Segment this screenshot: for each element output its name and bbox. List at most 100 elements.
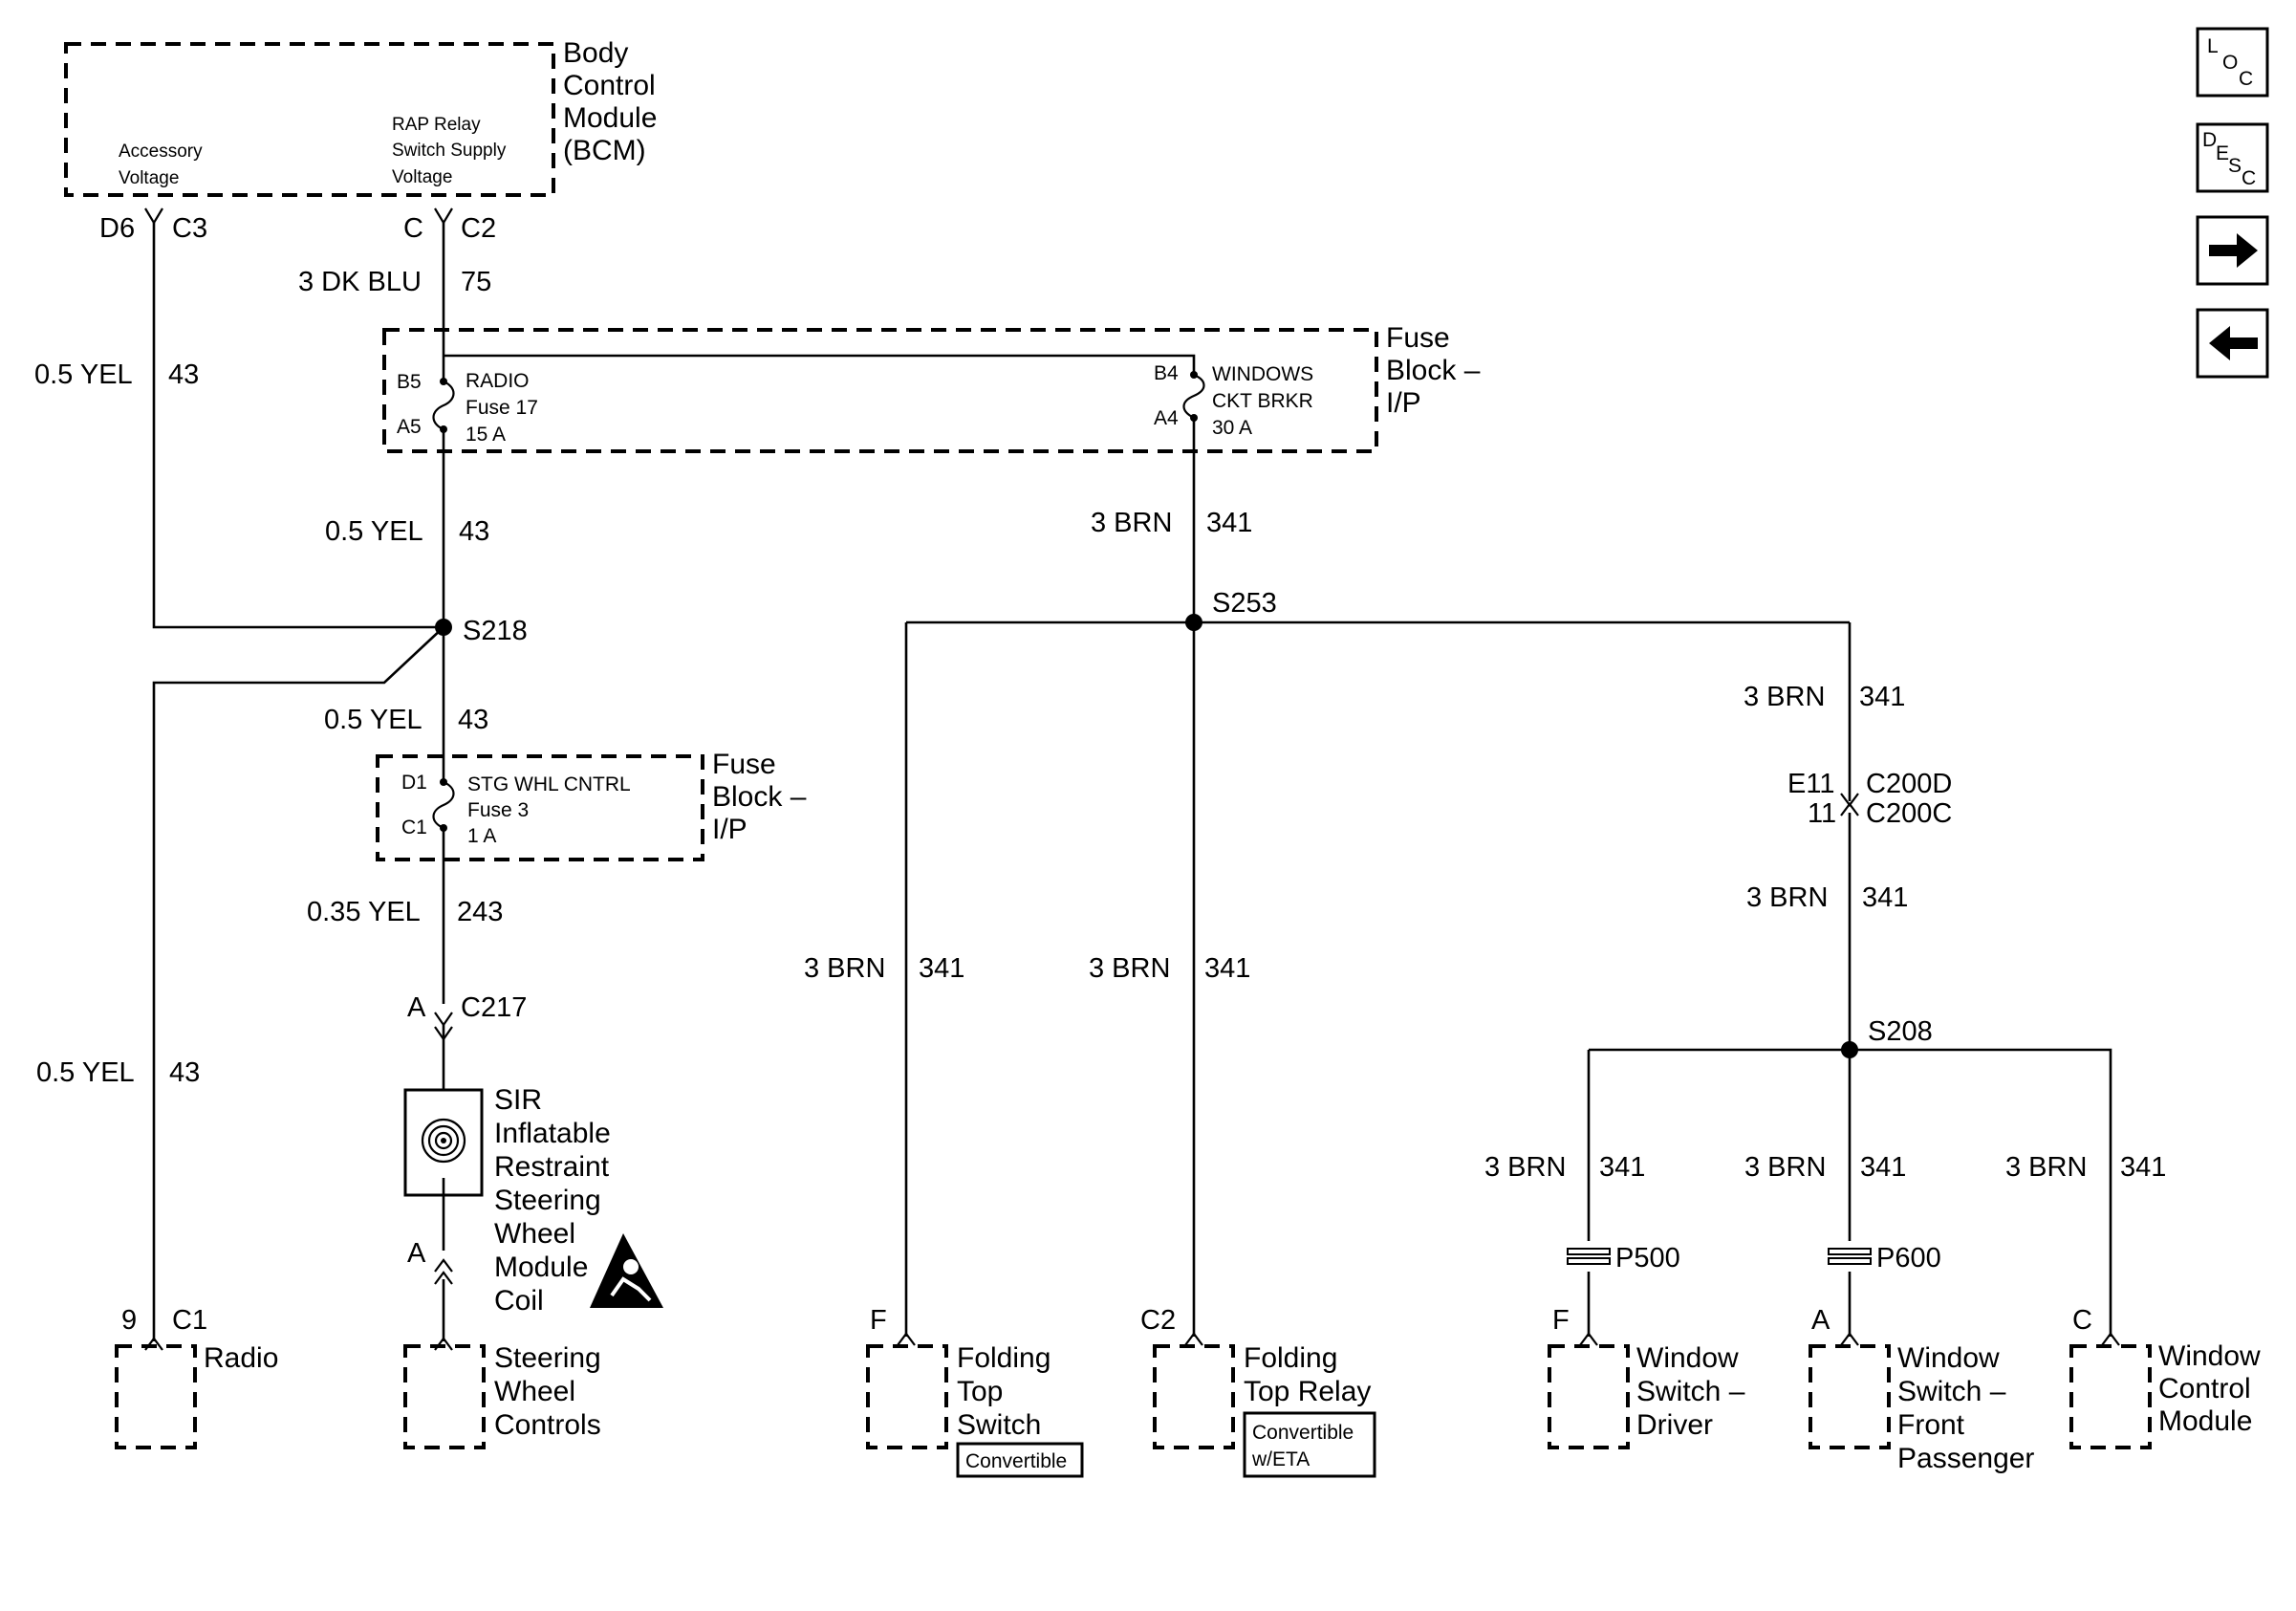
svg-text:Top: Top xyxy=(957,1376,1003,1407)
svg-text:43: 43 xyxy=(169,1057,200,1088)
svg-text:Body: Body xyxy=(563,37,628,69)
svg-text:Front: Front xyxy=(1897,1409,1965,1441)
desc-letter-c: C xyxy=(2242,167,2256,189)
wire-label-yel-a5: 0.5 YEL 43 xyxy=(325,516,489,547)
radio-fuse-label: RADIO Fuse 17 15 A xyxy=(466,370,538,446)
svg-text:Voltage: Voltage xyxy=(119,168,179,188)
desc-letter-s: S xyxy=(2228,155,2242,177)
svg-text:0.5 YEL: 0.5 YEL xyxy=(34,359,133,390)
radio-component: 9 C1 Radio xyxy=(115,1305,278,1449)
pin-b4: B4 xyxy=(1154,362,1179,384)
spiral-coil-icon xyxy=(421,1118,466,1164)
svg-text:Block –: Block – xyxy=(1386,355,1481,386)
svg-text:3 BRN: 3 BRN xyxy=(1089,953,1170,984)
svg-text:Switch –: Switch – xyxy=(1897,1376,2006,1407)
wire-network xyxy=(152,223,2112,1341)
splice-s218-dot xyxy=(435,619,452,636)
svg-text:Window: Window xyxy=(1636,1342,1739,1374)
pin-c-wcm: C xyxy=(2072,1305,2092,1336)
wire-label-brn-right-top: 3 BRN 341 xyxy=(1744,682,1905,712)
previous-button[interactable] xyxy=(2196,308,2269,379)
convertible-badge xyxy=(956,1442,1084,1478)
svg-text:0.5 YEL: 0.5 YEL xyxy=(36,1057,135,1088)
svg-text:Window: Window xyxy=(2158,1340,2261,1372)
fuse-block-2-label: Fuse Block – I/P xyxy=(712,749,807,845)
splice-s208-dot xyxy=(1841,1041,1858,1058)
svg-text:Passenger: Passenger xyxy=(1897,1443,2034,1474)
pin-a-sir: A xyxy=(407,1238,426,1269)
sir-label: SIR Inflatable Restraint Steering Wheel … xyxy=(494,1084,611,1317)
loc-letter-l: L xyxy=(2207,35,2219,57)
pin-b5: B5 xyxy=(397,371,422,393)
description-button[interactable]: D E S C xyxy=(2196,122,2269,193)
desc-letter-d: D xyxy=(2202,129,2217,151)
splice-s253-dot xyxy=(1185,614,1202,631)
pin-c: C xyxy=(403,213,423,244)
conn-c200c: C200C xyxy=(1866,798,1952,829)
svg-text:341: 341 xyxy=(1862,882,1908,913)
svg-text:Folding: Folding xyxy=(957,1342,1051,1374)
svg-text:3 BRN: 3 BRN xyxy=(1746,882,1828,913)
window-switch-driver-component: F Window Switch – Driver xyxy=(1548,1305,1745,1449)
pin-f-folding: F xyxy=(870,1305,887,1336)
bcm-connector-c3: D6 C3 xyxy=(99,207,207,244)
svg-text:75: 75 xyxy=(461,267,491,297)
svg-text:3 BRN: 3 BRN xyxy=(804,953,885,984)
splice-s218-label: S218 xyxy=(463,616,528,646)
svg-text:w/ETA: w/ETA xyxy=(1251,1448,1310,1470)
svg-text:0.5 YEL: 0.5 YEL xyxy=(324,705,422,735)
steering-wheel-controls-component: Steering Wheel Controls xyxy=(403,1337,601,1449)
svg-text:0.35 YEL: 0.35 YEL xyxy=(307,897,421,927)
pin-c2-relay: C2 xyxy=(1140,1305,1176,1336)
fuse-block-1 xyxy=(382,328,1378,453)
wire-label-yel-s218: 0.5 YEL 43 xyxy=(324,705,488,735)
svg-text:3 BRN: 3 BRN xyxy=(1484,1152,1566,1183)
wire-label-brn-folding-relay: 3 BRN 341 xyxy=(1089,953,1250,984)
svg-text:Convertible: Convertible xyxy=(1252,1422,1354,1444)
location-button[interactable]: L O C xyxy=(2196,27,2269,98)
airbag-warning-icon xyxy=(590,1233,663,1308)
svg-text:1 A: 1 A xyxy=(467,825,496,847)
pin-f-driver: F xyxy=(1552,1305,1570,1336)
svg-text:Controls: Controls xyxy=(494,1409,601,1441)
fuse-block-2 xyxy=(376,754,704,861)
svg-text:43: 43 xyxy=(168,359,199,390)
conn-c2: C2 xyxy=(461,213,496,244)
svg-text:Module: Module xyxy=(563,102,657,134)
next-button[interactable] xyxy=(2196,215,2269,286)
svg-text:341: 341 xyxy=(1204,953,1250,984)
svg-text:Switch: Switch xyxy=(957,1409,1041,1441)
svg-text:3 BRN: 3 BRN xyxy=(1744,682,1825,712)
connector-c217: A C217 xyxy=(407,992,527,1041)
bcm-accessory-voltage-label: Accessory Voltage xyxy=(119,142,203,188)
svg-text:Wheel: Wheel xyxy=(494,1218,575,1250)
svg-text:341: 341 xyxy=(1859,682,1905,712)
svg-text:CKT BRKR: CKT BRKR xyxy=(1212,390,1313,412)
svg-text:341: 341 xyxy=(2120,1152,2166,1183)
svg-text:Accessory: Accessory xyxy=(119,142,203,162)
conn-p500: P500 xyxy=(1615,1243,1680,1274)
svg-text:43: 43 xyxy=(458,705,488,735)
radio-label: Radio xyxy=(204,1342,278,1374)
pin-d6: D6 xyxy=(99,213,135,244)
conn-p600: P600 xyxy=(1876,1243,1941,1274)
svg-text:Fuse: Fuse xyxy=(1386,322,1450,354)
bcm-title: Body Control Module (BCM) xyxy=(563,37,657,166)
svg-text:Wheel: Wheel xyxy=(494,1376,575,1407)
connector-c200: E11 C200D 11 C200C xyxy=(1787,769,1952,829)
conn-c1: C1 xyxy=(172,1305,207,1336)
svg-text:Module: Module xyxy=(494,1252,588,1283)
conn-c200d: C200D xyxy=(1866,769,1952,799)
svg-text:243: 243 xyxy=(457,897,503,927)
svg-text:I/P: I/P xyxy=(1386,387,1421,419)
svg-text:Restraint: Restraint xyxy=(494,1151,610,1183)
svg-text:3 BRN: 3 BRN xyxy=(1091,508,1172,538)
svg-text:Window: Window xyxy=(1897,1342,2000,1374)
wire-label-brn-right-mid: 3 BRN 341 xyxy=(1746,882,1908,913)
svg-text:Fuse 3: Fuse 3 xyxy=(467,799,529,821)
svg-text:43: 43 xyxy=(459,516,489,547)
windows-circuit-breaker-icon xyxy=(1182,371,1205,422)
svg-text:30 A: 30 A xyxy=(1212,417,1252,439)
connector-p500: P500 xyxy=(1567,1243,1680,1274)
wire-label-brn-driver: 3 BRN 341 xyxy=(1484,1152,1645,1183)
